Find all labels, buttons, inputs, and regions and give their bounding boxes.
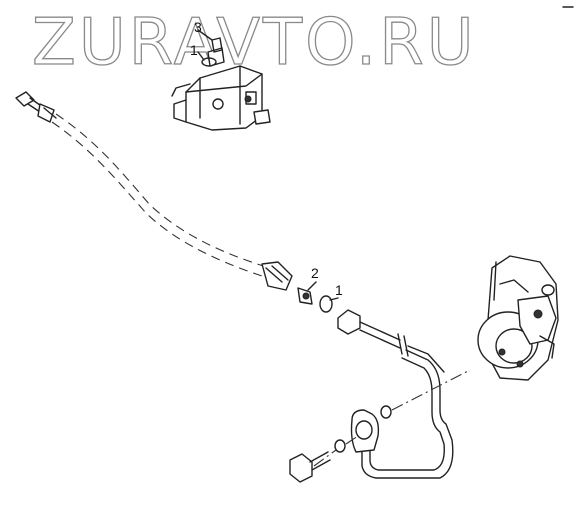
left-end-fitting bbox=[15, 91, 57, 123]
axis-bolt-2 bbox=[345, 435, 359, 445]
washer-mid bbox=[319, 295, 333, 313]
callout-top-1: 1 bbox=[190, 42, 198, 58]
leader-mid-1 bbox=[329, 297, 339, 301]
axis-bolt bbox=[313, 449, 337, 467]
mid-connector bbox=[261, 261, 313, 305]
watermark-text: ZURAVTO.RU bbox=[32, 6, 477, 80]
brake-caliper bbox=[477, 255, 559, 381]
long-pipe-dashed-2 bbox=[51, 121, 269, 279]
callout-mid-2: 2 bbox=[311, 265, 319, 281]
leader-top-1 bbox=[197, 51, 205, 61]
axis-banjo-caliper bbox=[391, 369, 471, 411]
bent-pipe-inner bbox=[369, 357, 445, 471]
banjo-bolt bbox=[289, 439, 346, 483]
leader-top-3 bbox=[197, 29, 213, 41]
callout-top-3: 3 bbox=[194, 19, 202, 35]
valve-block bbox=[171, 37, 271, 131]
callout-mid-1: 1 bbox=[335, 282, 343, 298]
pipe-nut bbox=[337, 309, 445, 373]
leader-mid-2 bbox=[307, 281, 317, 291]
long-pipe-dashed bbox=[55, 113, 271, 269]
bent-pipe bbox=[361, 349, 454, 479]
banjo-fitting bbox=[350, 405, 392, 453]
